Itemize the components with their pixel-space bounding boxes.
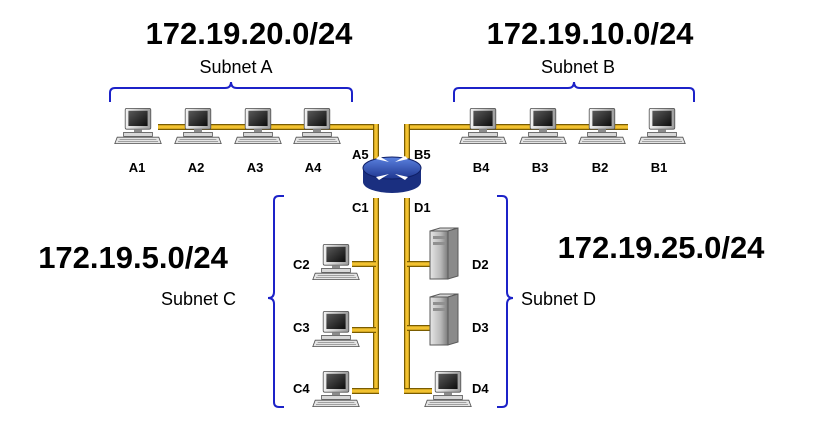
- subnet-brackets: [109, 81, 695, 408]
- host-b1-label: B1: [651, 160, 668, 175]
- subnet-b-label: Subnet B: [541, 57, 615, 77]
- server-d2-icon[interactable]: [429, 227, 459, 280]
- subnet-c-bracket: [267, 195, 284, 408]
- subnet-c-hosts: [312, 243, 360, 408]
- host-a1-label: A1: [129, 160, 146, 175]
- host-c2-label: C2: [293, 257, 310, 272]
- subnet-b-address: 172.19.10.0/24: [487, 16, 695, 51]
- port-c1-label: C1: [352, 200, 369, 215]
- subnet-a-address: 172.19.20.0/24: [146, 16, 354, 51]
- computer-b1-icon[interactable]: [638, 107, 686, 145]
- subnet-b-bracket: [453, 81, 695, 102]
- host-d3-label: D3: [472, 320, 489, 335]
- subnet-d-bracket: [497, 195, 514, 408]
- subnet-c-address: 172.19.5.0/24: [38, 240, 228, 275]
- subnet-a-bracket: [109, 81, 353, 102]
- host-c3-label: C3: [293, 320, 310, 335]
- host-c4-label: C4: [293, 381, 310, 396]
- cabling: [158, 124, 628, 394]
- subnet-d-bus: [404, 198, 432, 394]
- host-b4-label: B4: [473, 160, 490, 175]
- subnet-a-label: Subnet A: [199, 57, 272, 77]
- host-a3-label: A3: [247, 160, 264, 175]
- host-d2-label: D2: [472, 257, 489, 272]
- subnet-d-hosts: [424, 227, 472, 408]
- host-a2-label: A2: [188, 160, 205, 175]
- host-b3-label: B3: [532, 160, 549, 175]
- host-a4-label: A4: [305, 160, 322, 175]
- subnet-c-label: Subnet C: [161, 289, 236, 309]
- port-b5-label: B5: [414, 147, 431, 162]
- host-d4-label: D4: [472, 381, 489, 396]
- computer-a1-icon[interactable]: [114, 107, 162, 145]
- subnet-d-address: 172.19.25.0/24: [558, 230, 766, 265]
- subnet-d-label: Subnet D: [521, 289, 596, 309]
- host-b2-label: B2: [592, 160, 609, 175]
- router-arrows-icon: [376, 156, 408, 180]
- router[interactable]: [362, 156, 422, 193]
- port-a5-label: A5: [352, 147, 369, 162]
- port-d1-label: D1: [414, 200, 431, 215]
- server-d3-icon[interactable]: [429, 293, 459, 346]
- subnet-c-bus: [352, 198, 379, 394]
